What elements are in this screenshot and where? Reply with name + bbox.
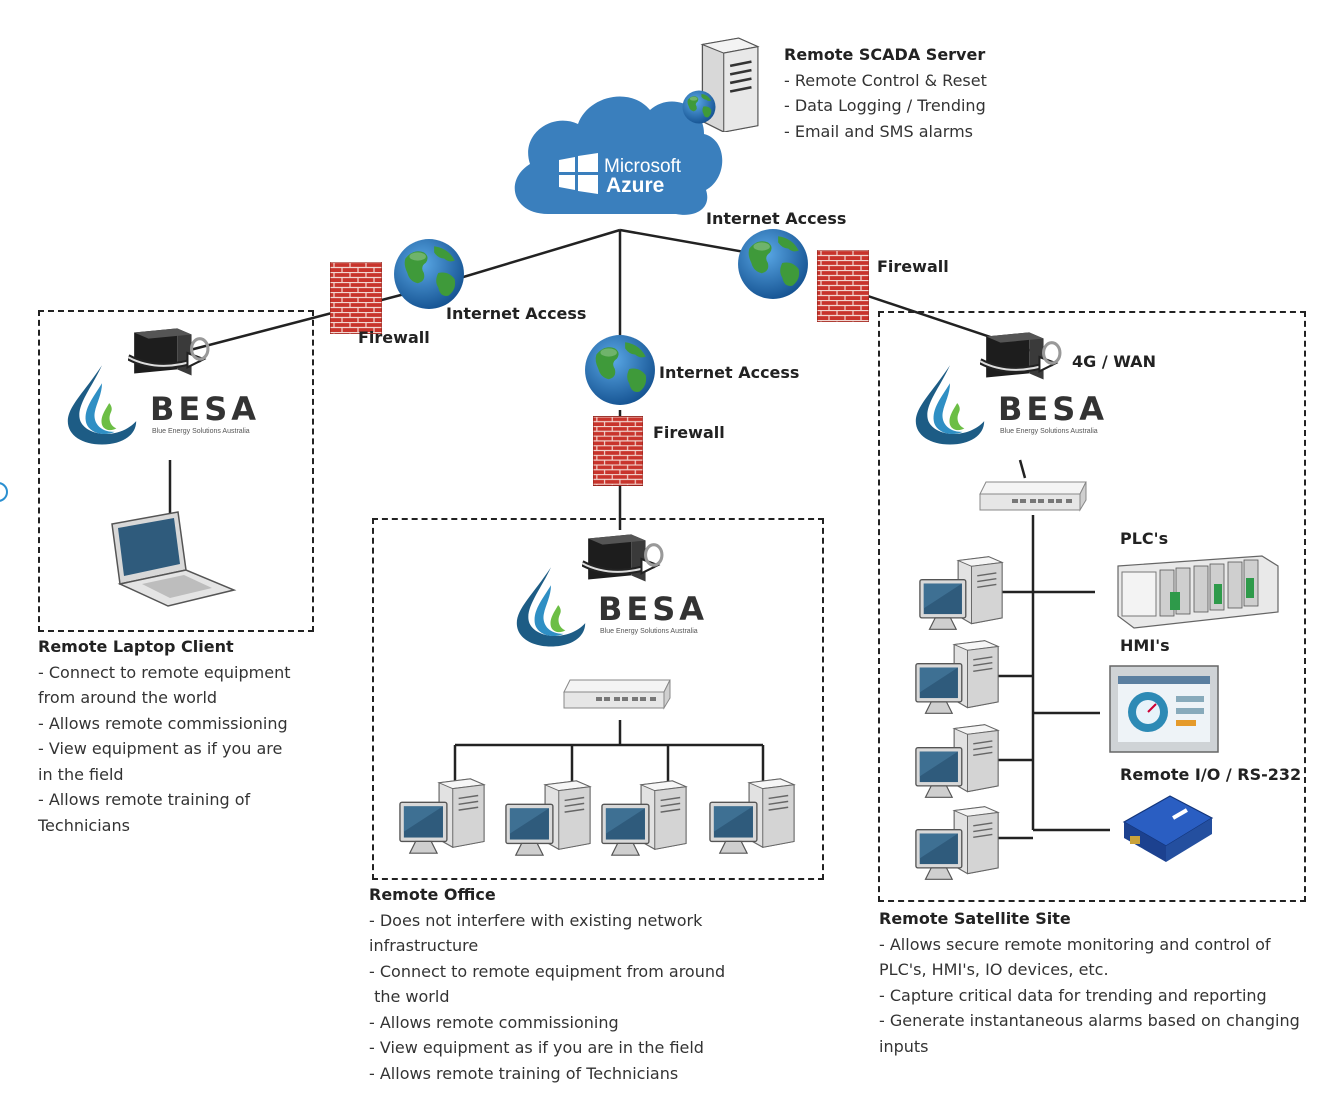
description-line: - Allows remote commissioning: [38, 713, 288, 733]
description-line: - Allows remote training of Technicians: [369, 1063, 679, 1083]
besa-wordmark: BESA: [598, 590, 709, 628]
firewall-icon-right: [817, 250, 869, 322]
description-line: infrastructure: [369, 936, 479, 955]
scada-server-title: Remote SCADA Server: [784, 45, 986, 64]
laptop-icon: [111, 511, 237, 607]
besa-wordmark: BESA: [150, 390, 261, 428]
scada-globe-icon: [682, 90, 716, 124]
firewall-icon-left: [330, 262, 382, 334]
description-line: PLC's, HMI's, IO devices, etc.: [879, 960, 1109, 979]
edge-circle-icon: [0, 482, 8, 502]
description-line: - Connect to remote equipment from aroun…: [369, 961, 726, 981]
remote-io-label: Remote I/O / RS-232: [1120, 765, 1302, 784]
plcs-label: PLC's: [1120, 529, 1169, 548]
remote-office-zone: [372, 518, 824, 880]
satellite-site-title: Remote Satellite Site: [879, 909, 1071, 928]
scada-item: - Remote Control & Reset: [784, 70, 987, 90]
windows-logo-icon: [559, 153, 598, 194]
hmi-panel-icon: [1109, 665, 1219, 753]
remote-io-device-icon: [1122, 795, 1214, 862]
description-line: - Allows secure remote monitoring and co…: [879, 934, 1271, 954]
firewall-label-center: Firewall: [653, 423, 725, 442]
firewall-label-right: Firewall: [877, 257, 949, 276]
scada-item: - Email and SMS alarms: [784, 121, 973, 141]
firewall-icon-center: [593, 416, 643, 486]
description-line: - Does not interfere with existing netwo…: [369, 910, 703, 930]
description-line: the world: [369, 987, 450, 1006]
wan-label: 4G / WAN: [1072, 352, 1156, 371]
globe-icon-center: [585, 335, 655, 405]
scada-item: - Data Logging / Trending: [784, 96, 986, 115]
description-line: from around the world: [38, 688, 218, 707]
internet-access-label-left: Internet Access: [446, 304, 587, 323]
satellite-site-description: Remote Satellite Site - Allows secure re…: [879, 906, 1300, 1059]
globe-icon-right: [738, 229, 808, 299]
description-line: - Connect to remote equipment: [38, 662, 291, 682]
description-line: Technicians: [38, 815, 130, 835]
description-line: inputs: [879, 1036, 929, 1056]
description-line: - View equipment as if you are: [38, 739, 283, 758]
laptop-client-description: Remote Laptop Client - Connect to remote…: [38, 634, 290, 838]
azure-brand-line1: Microsoft: [604, 156, 682, 177]
description-line: - View equipment as if you are in the fi…: [369, 1038, 704, 1057]
internet-access-label-right: Internet Access: [706, 209, 847, 228]
remote-office-title: Remote Office: [369, 885, 496, 904]
description-line: - Allows remote training of: [38, 790, 251, 809]
description-line: - Capture critical data for trending and…: [879, 985, 1267, 1005]
besa-tagline: Blue Energy Solutions Australia: [600, 628, 698, 635]
azure-brand-line2: Azure: [606, 174, 665, 197]
besa-wordmark: BESA: [998, 390, 1109, 428]
globe-icon-left: [394, 239, 464, 309]
azure-cloud: [514, 96, 723, 215]
description-line: in the field: [38, 764, 124, 784]
satellite-site-zone: [878, 311, 1306, 902]
hmis-label: HMI's: [1120, 636, 1170, 655]
plc-rack-icon: [1117, 555, 1279, 629]
firewall-label-left: Firewall: [358, 328, 430, 347]
laptop-client-title: Remote Laptop Client: [38, 637, 234, 656]
internet-access-label-center: Internet Access: [659, 363, 800, 382]
scada-server-description: Remote SCADA Server - Remote Control & R…: [784, 42, 987, 144]
besa-tagline: Blue Energy Solutions Australia: [1000, 428, 1098, 435]
remote-office-description: Remote Office - Does not interfere with …: [369, 882, 725, 1086]
description-line: - Generate instantaneous alarms based on…: [879, 1011, 1300, 1030]
besa-tagline: Blue Energy Solutions Australia: [152, 428, 250, 435]
laptop-client-zone: [38, 310, 314, 632]
description-line: - Allows remote commissioning: [369, 1012, 619, 1032]
